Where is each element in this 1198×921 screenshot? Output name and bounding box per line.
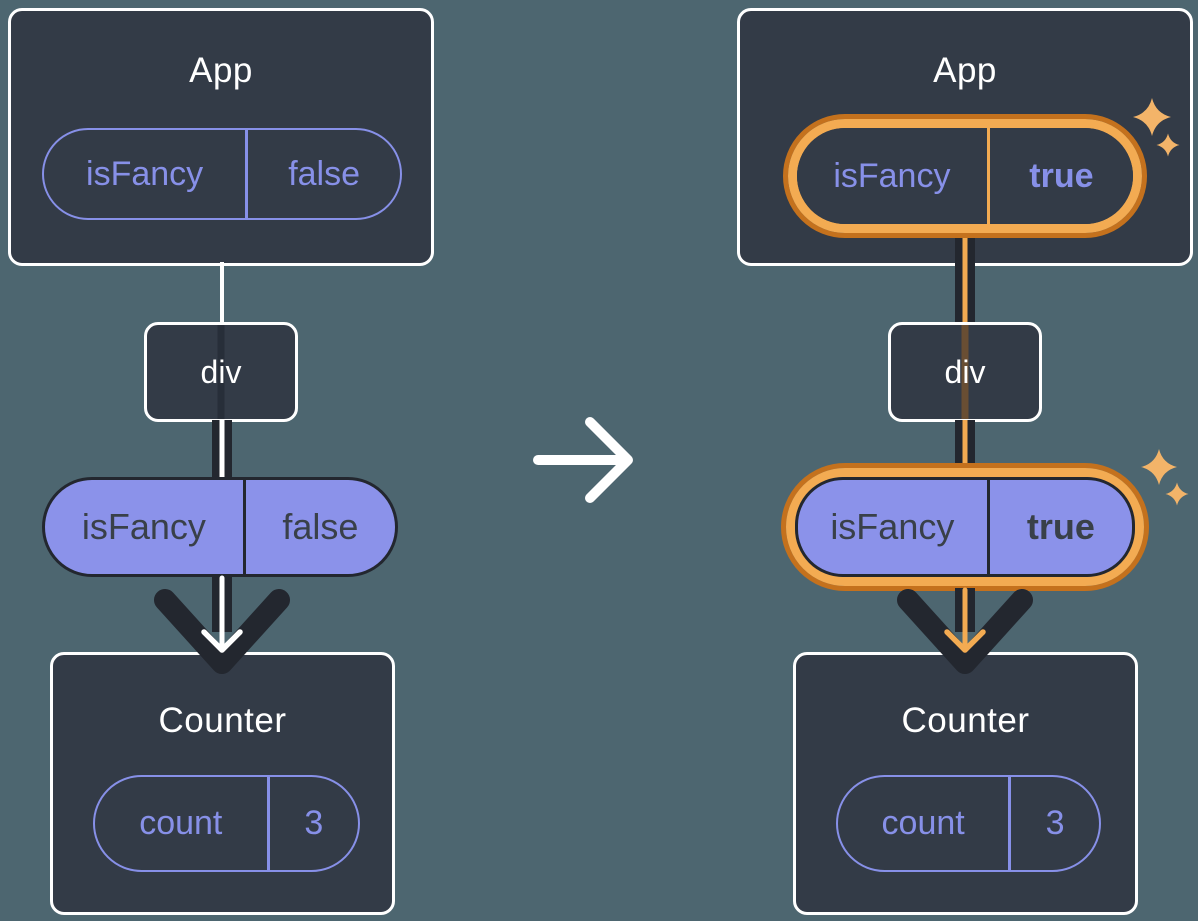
pill-divider bbox=[266, 777, 270, 870]
pill-divider bbox=[1008, 777, 1012, 870]
pill-divider bbox=[986, 128, 990, 224]
state-name-cell: count bbox=[139, 804, 223, 842]
prop-flow-shaft bbox=[212, 420, 232, 480]
pill-divider bbox=[986, 480, 990, 574]
state-name-cell: count bbox=[881, 804, 965, 842]
prop-name-cell: isFancy bbox=[81, 506, 206, 547]
down-arrow-icon bbox=[154, 575, 290, 674]
prop-name-cell: isFancy bbox=[833, 156, 951, 195]
sparkle-icon bbox=[1141, 449, 1189, 506]
pill-divider bbox=[242, 480, 246, 574]
counter-state-pill: count 3 bbox=[93, 775, 360, 872]
app-prop-pill: isFancy false bbox=[42, 128, 402, 220]
down-arrow-icon bbox=[897, 587, 1033, 674]
state-value-cell: 3 bbox=[304, 804, 324, 842]
app-component-card: App isFancy false bbox=[8, 8, 434, 266]
prop-name-cell: isFancy bbox=[830, 506, 955, 547]
counter-component-title: Counter bbox=[158, 701, 287, 740]
prop-value-cell: false bbox=[282, 506, 359, 547]
right-arrow-icon bbox=[533, 417, 633, 503]
prop-flow-stripe bbox=[219, 420, 225, 480]
sparkle-icon bbox=[1133, 98, 1180, 157]
state-value-cell: 3 bbox=[1045, 804, 1065, 842]
passed-prop-pill: isFancy true bbox=[795, 477, 1135, 577]
div-node-card: div bbox=[888, 322, 1042, 422]
app-component-title: App bbox=[189, 51, 253, 90]
prop-flow-stripe bbox=[962, 420, 968, 480]
prop-passthrough-stripe bbox=[961, 325, 969, 419]
app-component-title: App bbox=[933, 51, 997, 90]
highlight-ring: isFancy true bbox=[781, 463, 1149, 591]
prop-passthrough-stripe bbox=[217, 325, 225, 419]
prop-name-cell: isFancy bbox=[86, 154, 204, 193]
div-node-card: div bbox=[144, 322, 298, 422]
counter-component-title: Counter bbox=[901, 701, 1030, 740]
app-prop-pill: isFancy true bbox=[797, 128, 1133, 224]
highlight-ring-inner: isFancy true bbox=[786, 468, 1144, 586]
parent-child-connector bbox=[220, 262, 224, 324]
highlight-ring-inner: isFancy true bbox=[788, 119, 1142, 233]
div-node-label: div bbox=[200, 353, 242, 390]
prop-value-cell: true bbox=[1026, 506, 1095, 547]
counter-component-card: Counter count 3 bbox=[50, 652, 395, 915]
pill-divider bbox=[245, 130, 249, 218]
counter-state-pill: count 3 bbox=[836, 775, 1101, 872]
passed-prop-pill: isFancy false bbox=[42, 477, 398, 577]
div-node-label: div bbox=[944, 353, 986, 390]
prop-flow-stripe bbox=[962, 230, 968, 324]
highlight-ring: isFancy true bbox=[783, 114, 1147, 238]
prop-value-cell: true bbox=[1029, 156, 1094, 195]
counter-component-card: Counter count 3 bbox=[793, 652, 1138, 915]
prop-value-cell: false bbox=[288, 154, 361, 193]
prop-flow-shaft bbox=[955, 230, 975, 324]
